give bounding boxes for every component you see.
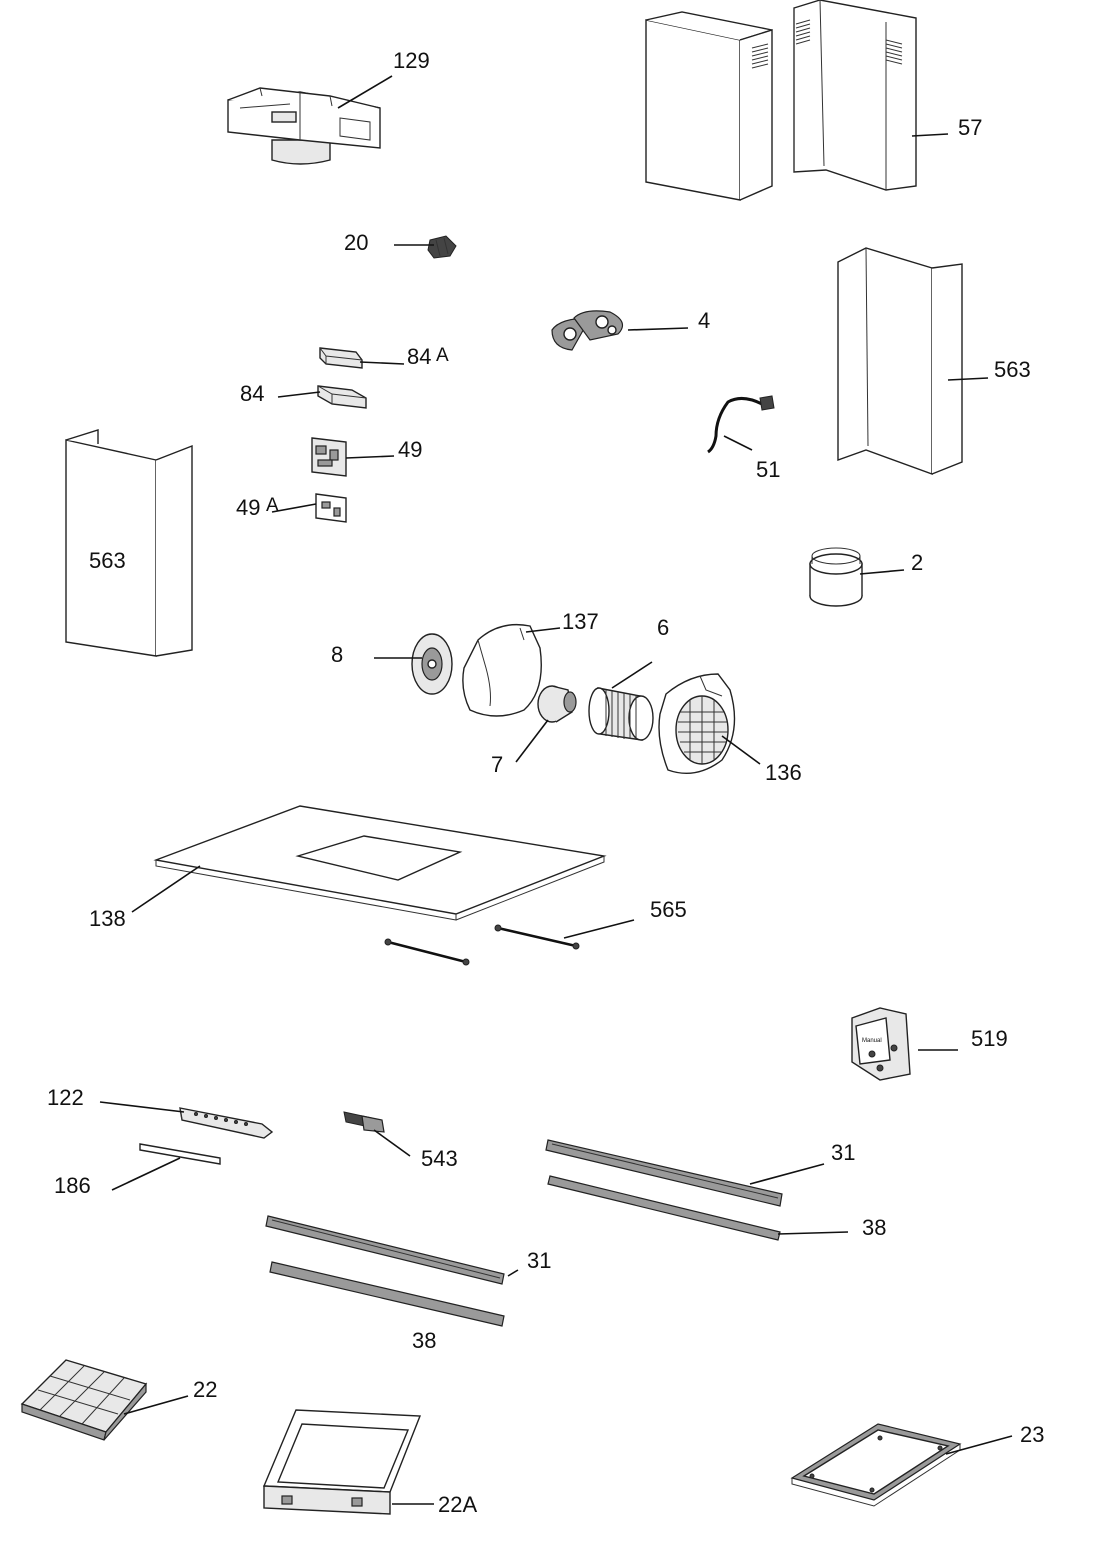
leader-122: [99, 1101, 185, 1113]
leader-84a: [359, 361, 405, 365]
part-122-light-bar: [179, 1107, 274, 1139]
label-23: 23: [1020, 1422, 1044, 1447]
label-31-left: 31: [527, 1248, 551, 1273]
label-84a: 84: [407, 344, 431, 369]
label-57: 57: [958, 115, 982, 140]
leader-22: [123, 1395, 189, 1415]
part-31-rail-right: [545, 1139, 783, 1207]
part-49a-board: [315, 493, 347, 523]
label-137: 137: [562, 609, 599, 634]
part-136-blower-housing-grille: [658, 673, 736, 774]
leader-129: [337, 75, 393, 109]
label-22a: 22A: [438, 1492, 477, 1517]
leader-6: [611, 661, 653, 689]
leader-84: [277, 391, 321, 398]
label-51: 51: [756, 457, 780, 482]
leader-186: [111, 1157, 181, 1191]
leader-563-right: [947, 377, 989, 381]
part-23-cover-panel: [790, 1423, 962, 1507]
part-519-accessory-bag: Manual: [851, 1007, 911, 1081]
label-8: 8: [331, 642, 343, 667]
part-563-chimney-right: [837, 247, 963, 475]
part-6-fan-wheel: [588, 687, 654, 741]
leader-49a: [271, 503, 317, 513]
part-84-transformer: [317, 385, 367, 409]
part-2-duct-collar: [809, 547, 863, 607]
label-563-right: 563: [994, 357, 1031, 382]
leader-38-right: [777, 1231, 849, 1235]
part-563-chimney-left: [65, 429, 193, 657]
leader-2: [859, 569, 905, 575]
label-565: 565: [650, 897, 687, 922]
part-38-rail-right: [547, 1175, 781, 1241]
part-84a-transformer: [319, 347, 363, 369]
leader-138: [131, 865, 201, 913]
leader-4: [627, 327, 689, 331]
label-4: 4: [698, 308, 710, 333]
leader-23: [945, 1435, 1013, 1455]
part-22-grease-filter: [20, 1359, 148, 1441]
label-519: 519: [971, 1026, 1008, 1051]
label-7: 7: [491, 752, 503, 777]
part-543-switch: [343, 1111, 385, 1133]
part-565-brackets: [384, 924, 580, 966]
label-563-left: 563: [89, 548, 126, 573]
part-138-canopy-panel: [153, 805, 607, 921]
part-51-power-cord: [707, 395, 775, 454]
label-31-right: 31: [831, 1140, 855, 1165]
label-84: 84: [240, 381, 264, 406]
leader-51: [723, 435, 753, 451]
leader-565: [563, 919, 635, 939]
label-49a: 49: [236, 495, 260, 520]
part-20-connector: [427, 235, 457, 259]
part-49-control-board: [311, 437, 347, 477]
part-22a-filter-frame: [262, 1409, 422, 1515]
part-38-rail-left: [269, 1261, 505, 1327]
label-38-left: 38: [412, 1328, 436, 1353]
label-186: 186: [54, 1173, 91, 1198]
part-31-rail-left: [265, 1215, 505, 1285]
leader-7: [515, 719, 549, 763]
part-129-duct-adapter: [227, 87, 381, 165]
label-6: 6: [657, 615, 669, 640]
leader-136: [721, 735, 761, 765]
label-49a-suffix: A: [266, 495, 279, 516]
label-22: 22: [193, 1377, 217, 1402]
label-49: 49: [398, 437, 422, 462]
label-543: 543: [421, 1146, 458, 1171]
label-84a-suffix: A: [436, 345, 449, 366]
label-129: 129: [393, 48, 430, 73]
label-122: 122: [47, 1085, 84, 1110]
leader-543: [373, 1129, 411, 1157]
part-137-blower-housing: [462, 623, 542, 717]
label-20: 20: [344, 230, 368, 255]
part-8-motor-plate: [411, 633, 453, 695]
label-136: 136: [765, 760, 802, 785]
part-4-light-cover: [551, 310, 624, 351]
label-38-right: 38: [862, 1215, 886, 1240]
label-138: 138: [89, 906, 126, 931]
leader-31-left: [507, 1269, 519, 1277]
manual-text: Manual: [862, 1038, 882, 1044]
part-7-motor: [537, 685, 577, 723]
part-57-upper-chimney: [645, 0, 917, 201]
leader-57: [911, 133, 949, 137]
leader-49: [345, 455, 395, 459]
leader-31-right: [749, 1163, 825, 1185]
part-186-diffuser: [139, 1143, 221, 1165]
leader-137: [525, 627, 561, 633]
label-2: 2: [911, 550, 923, 575]
